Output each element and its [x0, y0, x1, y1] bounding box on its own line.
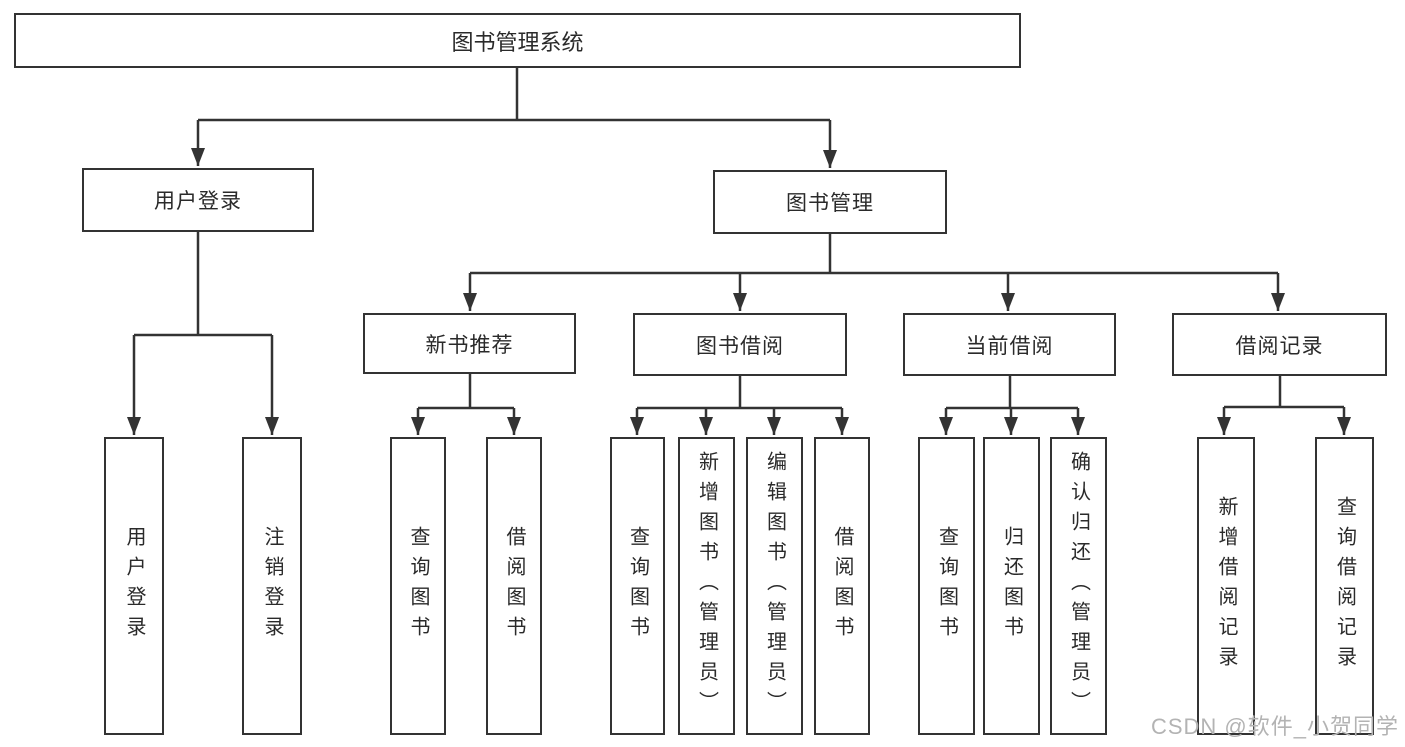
leaf-query-books-current-label: 查询图书 — [935, 526, 958, 646]
leaf-add-book-admin: 新增图书（管理员） — [678, 437, 735, 735]
node-current-borrowing-label: 当前借阅 — [965, 334, 1054, 358]
leaf-add-borrow-record-label: 新增借阅记录 — [1215, 496, 1237, 676]
node-book-borrowing: 图书借阅 — [633, 313, 847, 376]
node-book-management-label: 图书管理 — [786, 192, 874, 215]
node-user-login: 用户登录 — [82, 168, 314, 232]
leaf-borrow-books-borrowing: 借阅图书 — [814, 437, 870, 735]
watermark: CSDN @软件_小贺同学 — [1150, 714, 1399, 739]
node-borrowing-records: 借阅记录 — [1172, 313, 1387, 376]
node-root-label: 图书管理系统 — [451, 29, 584, 55]
leaf-query-borrow-record: 查询借阅记录 — [1315, 437, 1374, 735]
leaf-user-login-label: 用户登录 — [123, 526, 145, 646]
leaf-edit-book-admin: 编辑图书（管理员） — [746, 437, 803, 735]
node-new-book-recommend-label: 新书推荐 — [425, 333, 514, 357]
leaf-query-books-current: 查询图书 — [918, 437, 975, 735]
node-user-login-label: 用户登录 — [154, 190, 242, 213]
leaf-logout-login: 注销登录 — [242, 437, 302, 735]
leaf-edit-book-admin-label: 编辑图书（管理员） — [763, 451, 786, 721]
node-book-borrowing-label: 图书借阅 — [696, 334, 784, 358]
leaf-query-books-recommend-label: 查询图书 — [407, 526, 429, 646]
leaf-confirm-return-admin-label: 确认归还（管理员） — [1067, 451, 1090, 721]
leaf-confirm-return-admin: 确认归还（管理员） — [1050, 437, 1107, 735]
leaf-logout-login-label: 注销登录 — [261, 526, 283, 646]
leaf-return-books-label: 归还图书 — [1000, 526, 1023, 646]
leaf-query-borrow-record-label: 查询借阅记录 — [1333, 496, 1356, 676]
node-borrowing-records-label: 借阅记录 — [1235, 334, 1324, 358]
leaf-borrow-books-recommend: 借阅图书 — [486, 437, 542, 735]
leaf-add-borrow-record: 新增借阅记录 — [1197, 437, 1255, 735]
leaf-borrow-books-borrowing-label: 借阅图书 — [831, 526, 853, 646]
node-new-book-recommend: 新书推荐 — [363, 313, 576, 374]
leaf-return-books: 归还图书 — [983, 437, 1040, 735]
leaf-borrow-books-recommend-label: 借阅图书 — [503, 526, 525, 646]
node-book-management: 图书管理 — [713, 170, 947, 234]
leaf-query-books-borrowing: 查询图书 — [610, 437, 665, 735]
leaf-query-books-recommend: 查询图书 — [390, 437, 446, 735]
node-current-borrowing: 当前借阅 — [903, 313, 1116, 376]
leaf-user-login: 用户登录 — [104, 437, 164, 735]
leaf-add-book-admin-label: 新增图书（管理员） — [695, 451, 718, 721]
leaf-query-books-borrowing-label: 查询图书 — [626, 526, 649, 646]
node-root-system: 图书管理系统 — [14, 13, 1021, 68]
